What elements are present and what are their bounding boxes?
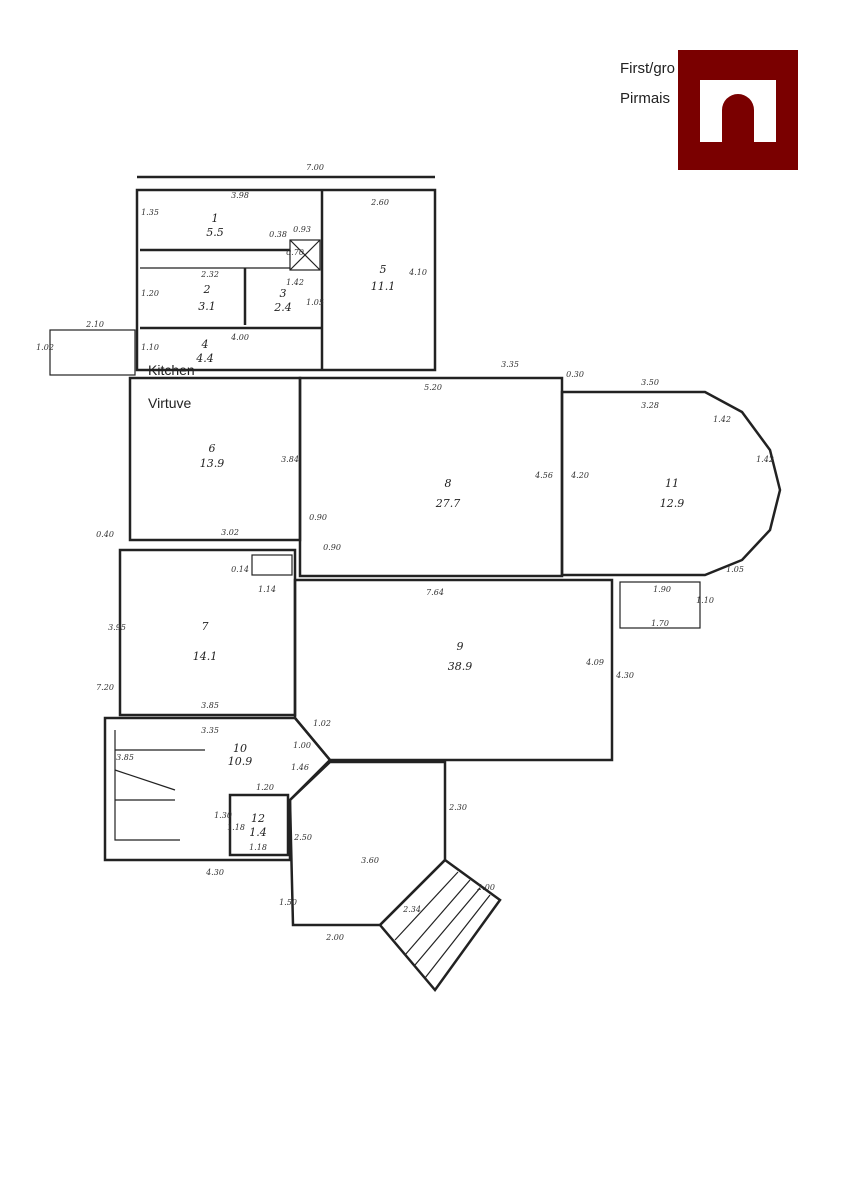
dimension-label: 2.10	[85, 320, 104, 329]
dimension-label: 2.50	[293, 833, 312, 842]
brand-logo	[678, 50, 798, 170]
dimension-label: 3.85	[116, 753, 134, 762]
room-12-no: 12	[251, 812, 265, 825]
dimension-label: 4.30	[205, 868, 224, 877]
dimension-label: 3.50	[641, 378, 659, 387]
dimension-label: 2.00	[476, 883, 495, 892]
dimension-label: 2.30	[448, 803, 467, 812]
room-9-area: 38.9	[448, 660, 473, 673]
dimension-label: 0.30	[566, 370, 584, 379]
room-6-area: 13.9	[200, 457, 225, 470]
room-3-no: 3	[280, 287, 287, 300]
dimension-label: 4.56	[534, 471, 553, 480]
room-1-area: 5.5	[206, 226, 224, 239]
room-11-no: 11	[665, 477, 679, 490]
kitchen-label-lv: Virtuve	[148, 395, 192, 411]
room-4-area: 4.4	[195, 352, 214, 365]
dimension-label: 1.90	[653, 585, 671, 594]
dimension-label: 1.42	[756, 455, 774, 464]
dimension-label: 1.50	[279, 898, 297, 907]
room-10-area: 10.9	[228, 755, 253, 768]
dimension-label: 2.32	[200, 270, 219, 279]
dimension-label: 1.18	[249, 843, 267, 852]
dimension-label: 1.18	[227, 823, 245, 832]
room-12-area: 1.4	[249, 826, 267, 839]
dimension-label: 1.00	[293, 741, 311, 750]
dimension-label: 1.10	[141, 343, 159, 352]
room-8-no: 8	[445, 477, 452, 490]
dimension-label: 4.10	[408, 268, 427, 277]
dimension-label: 1.30	[214, 811, 232, 820]
dimension-label: 1.42	[286, 278, 304, 287]
room-5-no: 5	[380, 263, 387, 276]
dimension-label: 1.35	[141, 208, 159, 217]
walls	[49, 175, 782, 993]
dimension-label: 1.02	[313, 719, 331, 728]
room-1-no: 1	[212, 212, 219, 225]
dimension-label: 0.40	[96, 530, 114, 539]
dimension-label: 4.30	[615, 671, 634, 680]
dimension-label: 5.20	[424, 383, 442, 392]
room-7-area: 14.1	[193, 650, 218, 663]
dimension-label: 3.28	[641, 401, 659, 410]
dimension-label: 1.10	[696, 596, 714, 605]
floor-title-lv: Pirmais	[620, 90, 671, 107]
room-3-area: 2.4	[273, 301, 292, 314]
dimension-label: 1.02	[36, 343, 54, 352]
dimension-label: 1.05	[726, 565, 744, 574]
room-labels: 1 5.5 2 3.1 3 2.4 4 4.4 5 11.1 6 13.9 7 …	[148, 212, 684, 839]
floor-title-en: First/gro	[620, 60, 676, 77]
dimension-label: 3.98	[231, 191, 249, 200]
dimension-label: 1.46	[291, 763, 309, 772]
dimension-label: 0.70	[286, 248, 304, 257]
dimension-label: 7.64	[426, 588, 444, 597]
dimension-label: 3.85	[201, 701, 219, 710]
room-5-area: 11.1	[371, 280, 396, 293]
room-2-no: 2	[203, 283, 211, 296]
room-6-no: 6	[209, 442, 216, 455]
dimension-label: 4.00	[230, 333, 249, 342]
dimension-label: 4.09	[585, 658, 604, 667]
dimension-label: 1.42	[713, 415, 731, 424]
dimension-label: 7.20	[96, 683, 114, 692]
dimension-label: 2.00	[325, 933, 344, 942]
dimension-label: 7.00	[306, 163, 324, 172]
dimension-label: 3.60	[361, 856, 379, 865]
dimension-label: 3.02	[221, 528, 239, 537]
dimension-label: 1.70	[651, 619, 669, 628]
room-8-area: 27.7	[435, 497, 461, 510]
dimension-label: 0.90	[323, 543, 341, 552]
room-4-no: 4	[201, 338, 209, 351]
dimension-label: 0.93	[293, 225, 311, 234]
dimension-label: 3.35	[501, 360, 519, 369]
dimension-label: 1.14	[258, 585, 276, 594]
dimension-label: 1.20	[141, 289, 159, 298]
dimension-label: 4.20	[570, 471, 589, 480]
dimension-label: 3.95	[108, 623, 126, 632]
room-7-no: 7	[202, 620, 209, 633]
dimension-label: 3.35	[201, 726, 219, 735]
dimension-label: 0.14	[231, 565, 249, 574]
dimension-label: 3.84	[281, 455, 299, 464]
dimension-label: 2.60	[370, 198, 389, 207]
dimension-labels: 7.003.981.350.380.930.702.602.321.201.42…	[36, 163, 774, 942]
room-2-area: 3.1	[198, 300, 216, 313]
arch-logo-icon	[700, 80, 776, 142]
room-10-no: 10	[233, 742, 247, 755]
dimension-label: 0.38	[269, 230, 287, 239]
dimension-label: 1.20	[256, 783, 274, 792]
dimension-label: 1.05	[306, 298, 324, 307]
dimension-label: 2.34	[402, 905, 421, 914]
room-9-no: 9	[457, 640, 464, 653]
dimension-label: 0.90	[309, 513, 327, 522]
room-11-area: 12.9	[660, 497, 685, 510]
kitchen-label-en: Kitchen	[148, 362, 195, 378]
